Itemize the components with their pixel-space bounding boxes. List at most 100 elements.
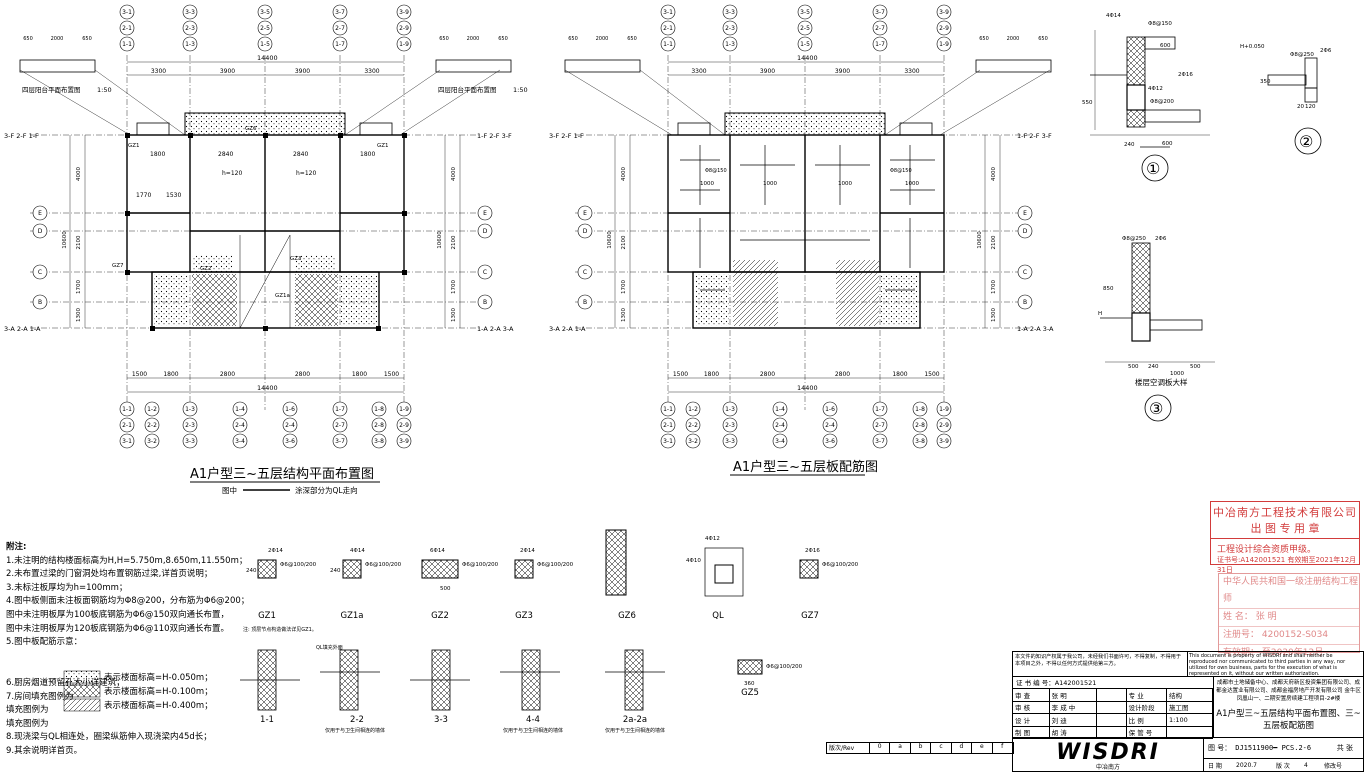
top-axis-L-2-0: 2-1: [122, 25, 132, 32]
room-h120-b: h=120: [296, 170, 316, 177]
left-dim-lines: [69, 61, 461, 393]
note-line-6: 5.图中板配筋示意：: [6, 637, 83, 648]
top-axis-L-2-2-circle: [257, 20, 273, 36]
note-line-13: 8.现浇梁与QL相连处，圈梁纵筋伸入现浇梁内45d长；: [6, 732, 212, 743]
tb-prop-0: 专 业: [1127, 689, 1168, 701]
bot-axis-L-2-3: 2-4: [235, 422, 245, 429]
bot-axis-R-2-2: 2-3: [725, 422, 735, 429]
row-axis-a-right-1: 1-A 2-A 3-A: [1017, 325, 1054, 333]
top-axis-R-3-1-circle: [722, 4, 738, 20]
top-axis-L-3-2: 3-5: [260, 9, 270, 16]
top-axis-R-2-1-circle: [722, 20, 738, 36]
tb-name-2: 刘 迪: [1050, 714, 1098, 726]
row-axis-0-r-3: B: [483, 299, 487, 306]
section-rebar-2: 6Φ14: [430, 548, 445, 554]
bot-axis-R-1-4: 1-6: [825, 406, 835, 413]
detail-1-marker: [1141, 154, 1169, 182]
top-axis-R-2-3: 2-7: [875, 25, 885, 32]
bot-axis-R-1-7-circle: [936, 401, 952, 417]
side-total-R2: 10600: [977, 231, 983, 249]
row-axis-0-l-2: C: [38, 269, 42, 276]
section-dim-2: 360: [744, 681, 755, 687]
section-rebar-6: 2Φ16: [805, 548, 820, 554]
bot-axis-R-3-3: 3-4: [775, 438, 785, 445]
detail-2-marker: [1294, 127, 1322, 155]
cut-sections: [240, 649, 665, 711]
d1-text-5: Φ8@200: [1150, 99, 1174, 105]
bot-dim-L-4: 1800: [352, 371, 367, 378]
bot-axis-L-1-6-circle: [371, 401, 387, 417]
top-axis-R-1-0-circle: [660, 36, 676, 52]
top-axis-L-1-2-circle: [257, 36, 273, 52]
bot-axis-L-1-1: 1-2: [147, 406, 157, 413]
row-axis-0-r-3-circle: [477, 294, 493, 310]
dim-2840-a: 2840: [218, 151, 233, 158]
small-dim-b-2: 650: [498, 36, 508, 42]
tb-prop-1: 设计阶段: [1127, 701, 1168, 713]
left-balcony: [184, 112, 346, 136]
row-axis-f-left-1: 3-F 2-F 1-F: [549, 132, 584, 140]
ql-fill-note: QL填充外面: [316, 644, 343, 651]
small-plan-right-title: 四层阳台平面布置图: [438, 85, 497, 94]
section-name-1: GZ1a: [340, 611, 363, 621]
bot-axis-R-1-3-circle: [772, 401, 788, 417]
top-axis-R-1-3: 1-7: [875, 41, 885, 48]
tb-name-1: 李 成 中: [1050, 701, 1098, 713]
bot-axis-R-2-2-circle: [722, 417, 738, 433]
section-name-7: GZ5: [741, 688, 759, 698]
side-dim-R2-2: 1700: [991, 280, 997, 294]
legend-text-1: 表示楼面标高=H-0.050m；: [104, 673, 213, 683]
row-axis-0-l-0-circle: [32, 205, 48, 221]
beam-label-4: GZ3: [290, 256, 302, 262]
row-axis-0-l-0: E: [38, 210, 42, 217]
left-small-plan-a: [19, 59, 96, 73]
row-axis-f-right-1: 1-F 2-F 3-F: [1017, 132, 1052, 140]
note-line-1: 2.未布置过梁的门窗洞处均布置钢筋过梁,详首页说明；: [6, 569, 213, 580]
d3-text-3: 500: [1128, 364, 1139, 370]
ver-value: 4: [1304, 762, 1308, 769]
top-axis-R-3-1: 3-3: [725, 9, 735, 16]
row-axis-f-right-0: 1-F 2-F 3-F: [477, 132, 512, 140]
bot-axis-L-3-7-circle: [396, 433, 412, 449]
bot-axis-L-1-5: 1-7: [335, 406, 345, 413]
bot-axis-R-3-1-circle: [685, 433, 701, 449]
bot-dim-L-3: 2800: [295, 371, 310, 378]
bot-axis-R-3-7: 3-9: [939, 438, 949, 445]
row-axis-0-l-1: D: [38, 228, 43, 235]
bot-axis-L-1-0-circle: [119, 401, 135, 417]
rev-letter-4: d: [952, 743, 973, 753]
row-axis-1-r-3-circle: [1017, 294, 1033, 310]
bot-axis-L-3-6-circle: [371, 433, 387, 449]
detail-1: [1090, 30, 1210, 182]
tb-sign-0: [1097, 689, 1127, 701]
top-axis-R-2-2: 2-5: [800, 25, 810, 32]
bot-axis-L-3-6: 3-8: [374, 438, 384, 445]
bot-axis-R-2-0-circle: [660, 417, 676, 433]
d1-text-1: Φ8@150: [1148, 21, 1172, 27]
left-columns: [125, 133, 407, 331]
gz-note: 注: 顶层节点构造做法详见GZ1。: [243, 626, 317, 633]
bot-axis-R-3-2-circle: [722, 433, 738, 449]
d2-text-4: 20: [1297, 104, 1304, 110]
top-axis-L-2-1-circle: [182, 20, 198, 36]
dim-1800-b: 1800: [360, 151, 375, 158]
section-name-6: GZ7: [801, 611, 819, 621]
drawing-name: A1户型三~五层结构平面布置图、三~五层板配筋图: [1216, 709, 1361, 731]
top-dim-L-1: 3900: [220, 68, 235, 75]
side-dim-R2-0: 4000: [991, 167, 997, 181]
dim-1800-a: 1800: [150, 151, 165, 158]
top-axis-R-3-2-circle: [797, 4, 813, 20]
tb-name-3: 胡 涛: [1050, 726, 1098, 738]
side-dim-L2-0: 4000: [451, 167, 457, 181]
section-name-0: GZ1: [258, 611, 276, 621]
rev-letter-0: 0: [870, 743, 891, 753]
rebar-1000-d: 1000: [905, 181, 919, 187]
side-dim-L2-3: 1300: [451, 308, 457, 322]
top-axis-L-1-4: 1-9: [399, 41, 409, 48]
small-dim-c-0: 650: [568, 36, 578, 42]
bot-axis-L-2-0-circle: [119, 417, 135, 433]
top-axis-L-1-2: 1-5: [260, 41, 270, 48]
bot-axis-L-3-2-circle: [182, 433, 198, 449]
